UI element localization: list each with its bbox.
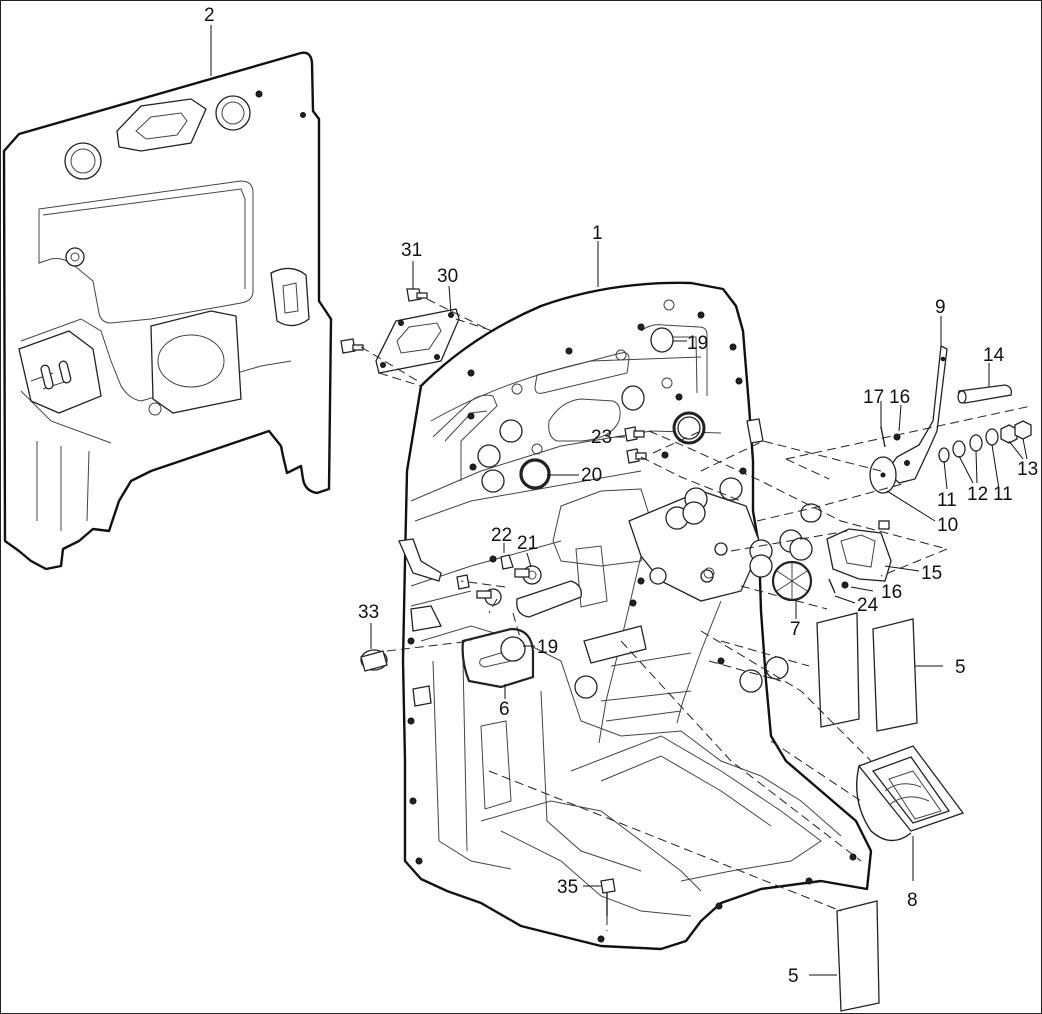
tube-on-frame xyxy=(516,580,582,618)
washers-nuts-11-12-13 xyxy=(938,420,1032,463)
callout-31: 31 xyxy=(401,240,422,261)
callout-6: 6 xyxy=(499,699,510,720)
frame-holes xyxy=(407,299,857,943)
callout-1: 1 xyxy=(592,223,603,244)
plug-part-20 xyxy=(519,458,551,490)
sleeve-part-33 xyxy=(360,649,388,672)
callout-12: 12 xyxy=(967,484,988,505)
bolt-part-31 xyxy=(340,288,428,354)
pin-part-17 xyxy=(880,426,901,448)
callout-17: 17 xyxy=(863,387,884,408)
callout-21: 21 xyxy=(517,533,538,554)
sensor-part-15 xyxy=(826,520,892,594)
callout-19-top: 19 xyxy=(687,333,708,354)
callout-15: 15 xyxy=(921,563,942,584)
callout-7: 7 xyxy=(790,619,801,640)
callout-9: 9 xyxy=(935,297,946,318)
callout-16-bottom: 16 xyxy=(881,582,902,603)
callout-2: 2 xyxy=(204,5,215,26)
callout-24: 24 xyxy=(857,595,879,616)
callout-11-b: 11 xyxy=(993,484,1013,505)
pin-part-14 xyxy=(957,384,1013,404)
rubber-boot-part-8 xyxy=(856,745,965,842)
callout-33: 33 xyxy=(358,602,379,623)
callout-20: 20 xyxy=(581,465,602,486)
callout-13: 13 xyxy=(1017,459,1038,480)
callout-14: 14 xyxy=(983,345,1005,366)
rear-panel-part-2 xyxy=(2,51,333,571)
frame-plugs xyxy=(477,327,822,699)
callout-5-bottom: 5 xyxy=(788,966,799,987)
callout-30: 30 xyxy=(437,266,458,287)
callout-23: 23 xyxy=(591,427,612,448)
assembly-lines xyxy=(360,298,1032,931)
callout-16-top: 16 xyxy=(889,387,910,408)
main-frame-part-1 xyxy=(398,281,873,951)
grommet-part-6 xyxy=(461,627,535,689)
callout-35: 35 xyxy=(557,877,578,898)
lever-part-9 xyxy=(886,344,948,484)
callout-8: 8 xyxy=(907,890,918,911)
callout-19-bottom: 19 xyxy=(537,637,558,658)
callout-22: 22 xyxy=(491,525,512,546)
callout-5-top: 5 xyxy=(955,657,966,678)
cover-part-5 xyxy=(816,612,918,1012)
bolt-part-35 xyxy=(600,878,616,916)
bolt-part-21-22 xyxy=(456,554,542,606)
callout-labels: 2 1 31 30 19 9 14 17 16 23 20 11 12 11 1… xyxy=(204,5,1038,987)
callout-11-a: 11 xyxy=(937,490,957,511)
bolt-part-23 xyxy=(624,426,647,464)
bushing-part-7 xyxy=(771,560,813,602)
leader-lines xyxy=(210,25,1028,976)
callout-10: 10 xyxy=(937,515,958,536)
disc-part-10 xyxy=(869,456,897,494)
